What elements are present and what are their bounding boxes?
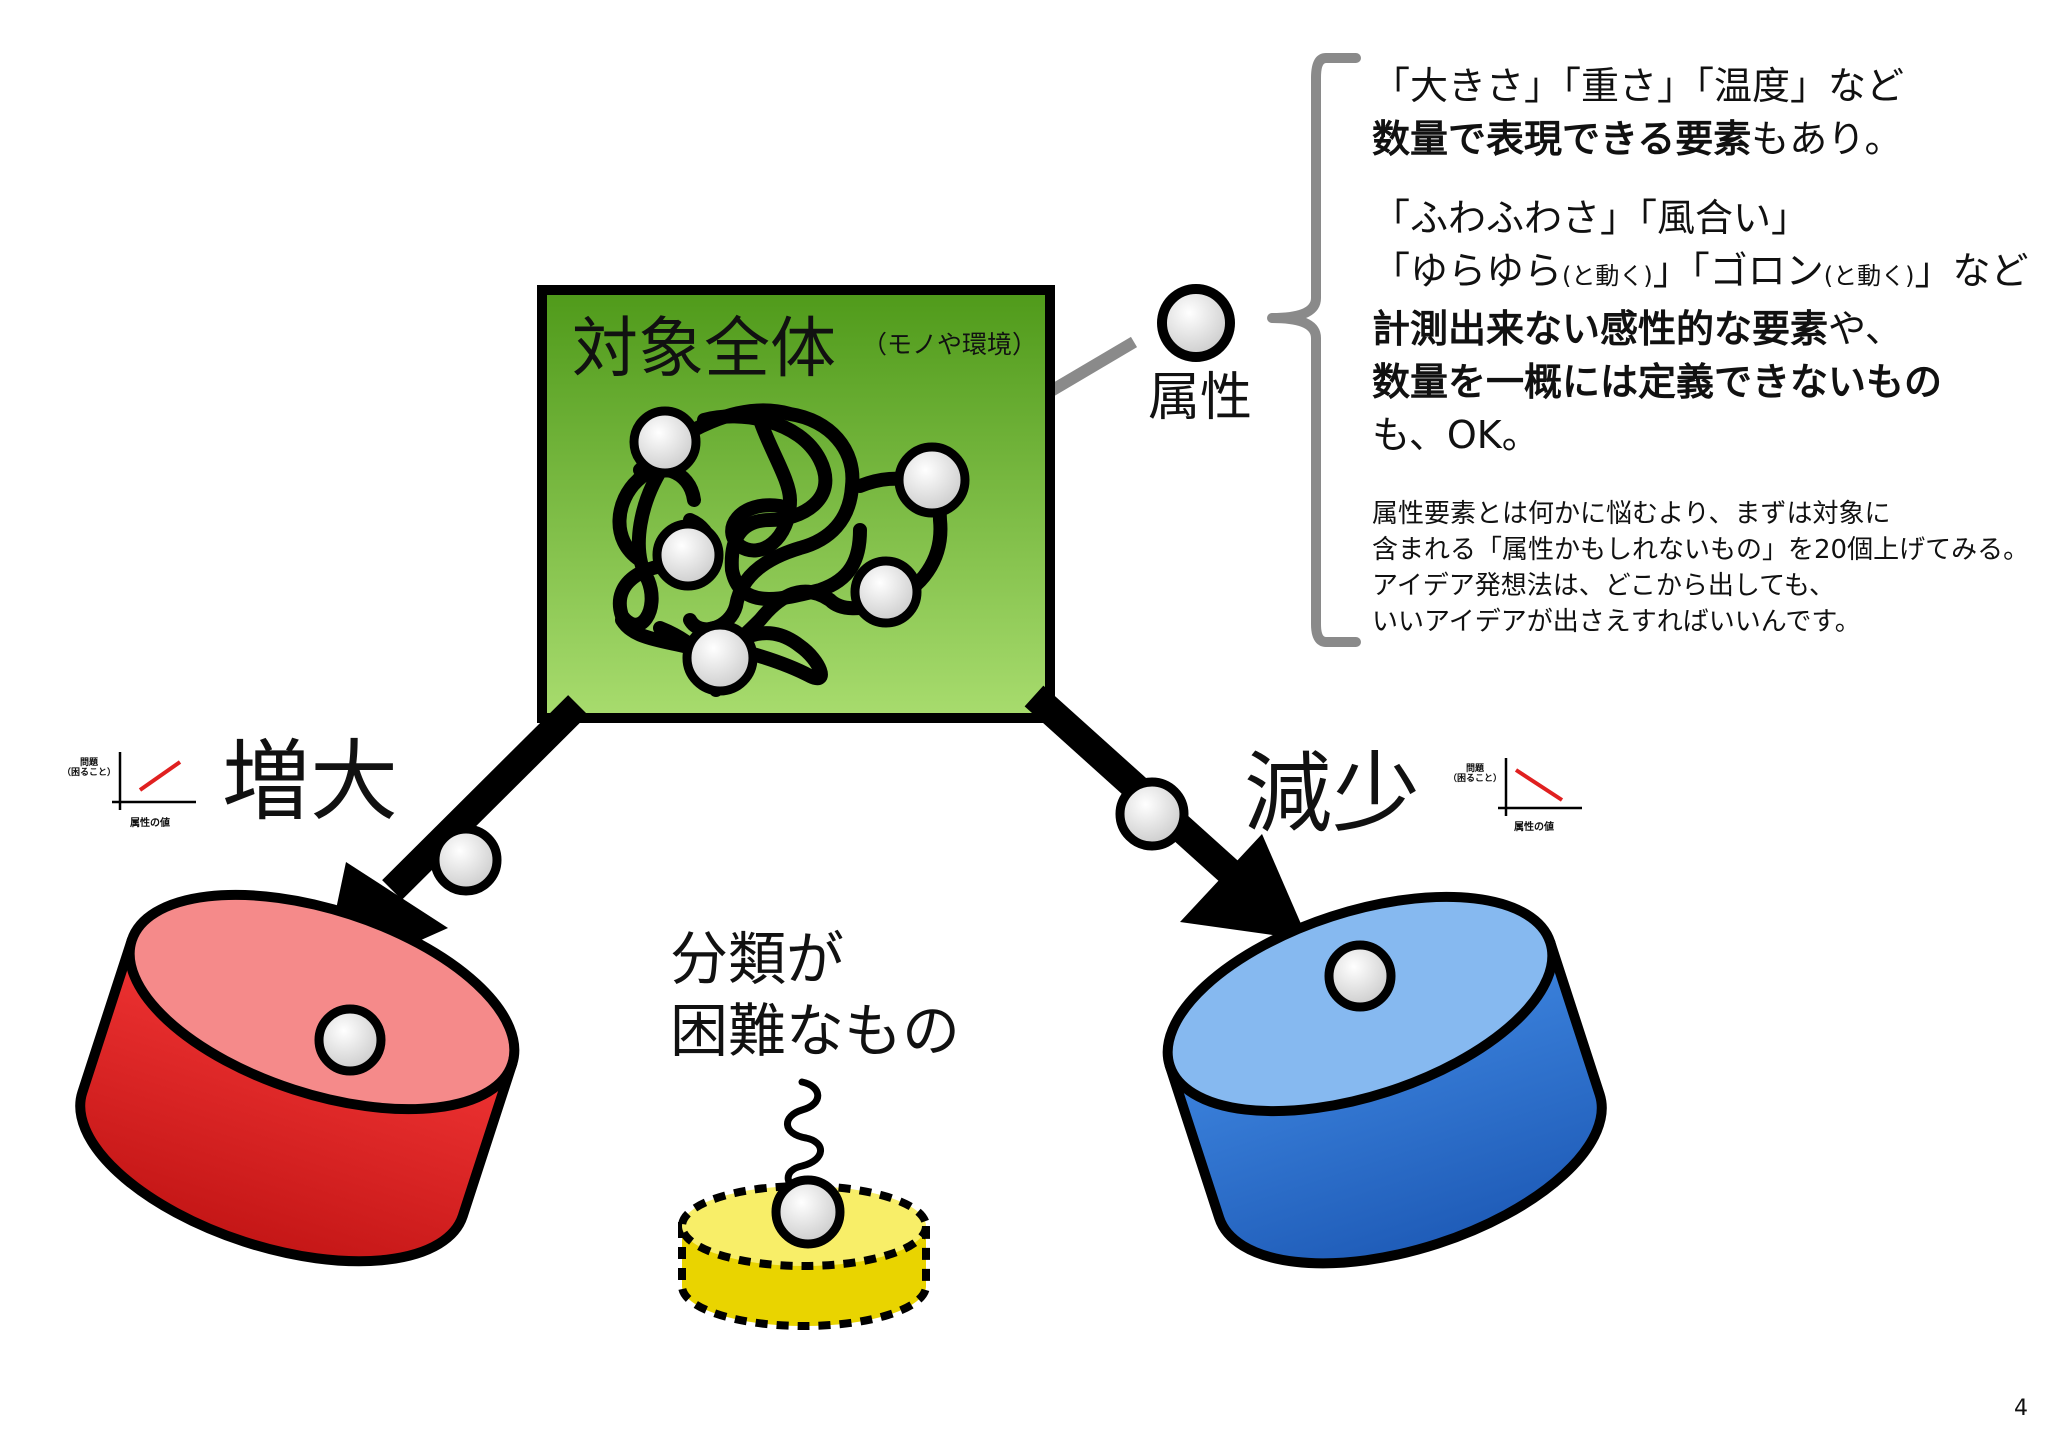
decrease-graph-y-label: 問題 （困ること）	[1448, 764, 1503, 785]
increase-label: 増大	[222, 730, 399, 833]
decrease-graph-icon	[1498, 758, 1582, 816]
ball-on-decrease-arrow	[1115, 777, 1189, 851]
sensory-examples-2: 「ゆらゆら(と動く)」「ゴロン(と動く)」など	[1372, 249, 2029, 293]
ball	[629, 406, 701, 478]
ball	[850, 556, 922, 628]
squiggle-line	[784, 1078, 824, 1198]
ball-in-hard-cylinder	[771, 1175, 845, 1249]
whole-object-subtitle: （モノや環境）	[862, 330, 1038, 359]
increase-graph-x-label: 属性の値	[130, 818, 170, 829]
whole-object-title: 対象全体	[572, 310, 836, 387]
explanation-text: 「大きさ」「重さ」「温度」など 数量で表現できる要素もあり。 「ふわふわさ」「風…	[1372, 60, 2030, 640]
undefinable-statement: 数量を一概には定義できないもの	[1372, 360, 1943, 404]
attribute-label: 属性	[1148, 368, 1253, 428]
ball	[894, 442, 970, 518]
decrease-label: 減少	[1244, 742, 1421, 845]
ball	[652, 519, 724, 591]
small-note: 属性要素とは何かに悩むより、まずは対象に 含まれる「属性かもしれないもの」を20…	[1372, 499, 2030, 637]
quantity-examples: 「大きさ」「重さ」「温度」など	[1372, 64, 1905, 108]
sensory-statement: 計測出来ない感性的な要素や、	[1372, 307, 1903, 351]
attribute-ball	[1157, 284, 1235, 362]
increase-graph-y-label: 問題 （困ること）	[62, 758, 117, 779]
quantity-statement: 数量で表現できる要素もあり。	[1372, 117, 1903, 161]
ball-in-decrease-cylinder	[1324, 940, 1396, 1012]
ball-on-increase-arrow	[430, 824, 502, 896]
hard-to-classify-label: 分類が 困難なもの	[670, 925, 961, 1065]
decrease-graph-x-label: 属性の値	[1514, 822, 1554, 833]
ball-in-increase-cylinder	[314, 1004, 386, 1076]
page-number: 4	[2014, 1396, 2028, 1421]
balls-in-box	[629, 406, 970, 696]
ball	[682, 620, 758, 696]
increase-cylinder	[75, 889, 520, 1267]
ok-statement: も、OK。	[1372, 413, 1540, 457]
increase-graph-icon	[112, 752, 196, 810]
sensory-examples-1: 「ふわふわさ」「風合い」	[1372, 196, 1810, 240]
curly-brace	[1267, 53, 1361, 647]
